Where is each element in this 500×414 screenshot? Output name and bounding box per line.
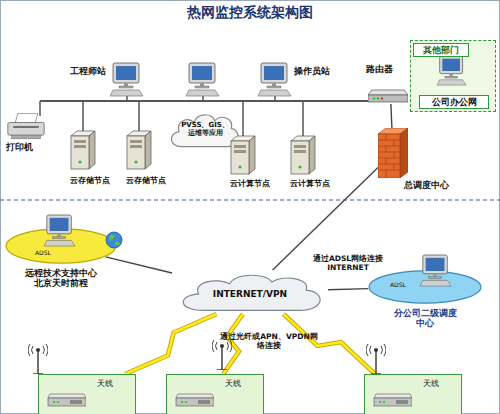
bolt-line (125, 314, 216, 374)
lan-bus (40, 100, 372, 102)
server-icon (71, 131, 95, 169)
computer-icon (437, 56, 466, 85)
globe-icon (106, 232, 122, 248)
ellipse-outline (369, 271, 481, 303)
wireless-link (125, 314, 216, 374)
bus-drop (302, 101, 304, 136)
node-label: 工程师站 (70, 66, 120, 76)
node-label: 路由器 (366, 64, 414, 74)
bus-drop (242, 101, 244, 136)
branch-dispatch-ellipse: ADSL分公司二级调度中心 (368, 270, 482, 304)
antenna-icon (28, 344, 48, 374)
network-link (328, 289, 368, 290)
computer-icon (258, 63, 291, 96)
node-label: ADSL (35, 250, 65, 257)
network-link (106, 257, 172, 273)
computer-icon (44, 215, 75, 246)
bus-drop (82, 101, 84, 131)
bus-drop (39, 101, 41, 116)
bolt-line (223, 314, 243, 374)
bolt-outline (125, 314, 216, 374)
node-label: 云存储节点 (58, 176, 122, 185)
firewall: 总调度中心 (378, 128, 408, 178)
node-label: PVSS、GIS、运维等应用 (179, 121, 231, 137)
wireless-link (284, 314, 375, 374)
node-label: ADSL (390, 282, 420, 289)
storage-server: 云存储节点 (118, 128, 174, 190)
node-label: 云计算节点 (218, 179, 282, 188)
zone-separator (0, 199, 500, 200)
computer-icon (110, 63, 143, 96)
bus-drop (274, 96, 276, 101)
bolt-outline (284, 314, 375, 374)
server-icon (231, 136, 255, 174)
connector-line (391, 104, 392, 128)
network-link (391, 104, 392, 128)
printer: 打印机 (4, 112, 50, 156)
field-station-box: 天线 (364, 374, 462, 414)
node-label: 操作员站 (294, 66, 348, 76)
antenna-icon (366, 344, 386, 374)
ellipse-shape (5, 228, 117, 264)
ellipse-shape (368, 270, 482, 304)
router-icon (368, 90, 408, 102)
computer-icon (420, 255, 451, 286)
node-label: 云存储节点 (114, 176, 178, 185)
connector-line (106, 257, 172, 273)
server-icon (291, 136, 315, 174)
cloud-outline (183, 275, 320, 310)
node-label: 打印机 (6, 142, 52, 152)
node-label: 天线 (225, 379, 259, 388)
printer-icon (8, 113, 44, 138)
node-label: 公司办公网 (419, 95, 489, 109)
node-label: 分公司二级调度中心 (390, 308, 460, 329)
compute-server: 云计算节点 (282, 133, 338, 195)
storage-server: 云存储节点 (62, 128, 118, 190)
node-label: 云计算节点 (278, 179, 342, 188)
modem-icon (176, 394, 214, 406)
office-network-box: 其他部门公司办公网 (410, 40, 496, 112)
ellipse-outline (6, 229, 116, 263)
bus-drop (371, 96, 373, 101)
node-label: 总调度中心 (404, 180, 468, 190)
connector-line (328, 289, 368, 290)
computer-icon (186, 63, 219, 96)
remote-support-ellipse: ADSL远程技术支持中心 北京天时前程 (5, 228, 117, 264)
antenna-icon (212, 340, 232, 370)
modem-icon (374, 394, 412, 406)
bolt-line (284, 314, 375, 374)
link-label: 通过ADSL网络连接 INTERNET (298, 254, 398, 272)
link-label: 通过光纤或APN、VPDN网络连接 (220, 332, 318, 350)
diagram-title: 热网监控系统架构图 (0, 4, 500, 22)
workstation: 操作员站 (256, 60, 348, 100)
bus-drop (138, 101, 140, 131)
node-label: INTERNET/VPN (192, 289, 308, 299)
field-station-box: 天线 (38, 374, 136, 414)
firewall-icon (378, 128, 408, 178)
field-station-box: 天线 (166, 374, 264, 414)
node-label: 远程技术支持中心 北京天时前程 (21, 268, 101, 289)
server-icon (127, 131, 151, 169)
application-bubble: PVSS、GIS、运维等应用 (166, 110, 242, 150)
wireless-link (223, 314, 243, 374)
modem-icon (48, 394, 86, 406)
workstation: 工程师站 (58, 60, 146, 100)
node-label: 其他部门 (413, 43, 469, 57)
router: 路由器 (366, 64, 414, 104)
bus-drop (202, 96, 204, 101)
node-label: 天线 (423, 379, 457, 388)
bus-drop (126, 96, 128, 101)
cloud-outline (171, 115, 238, 147)
compute-server: 云计算节点 (222, 133, 278, 195)
internet-cloud: INTERNET/VPN (172, 270, 328, 314)
node-label: 天线 (97, 379, 131, 388)
bolt-outline (223, 314, 243, 374)
